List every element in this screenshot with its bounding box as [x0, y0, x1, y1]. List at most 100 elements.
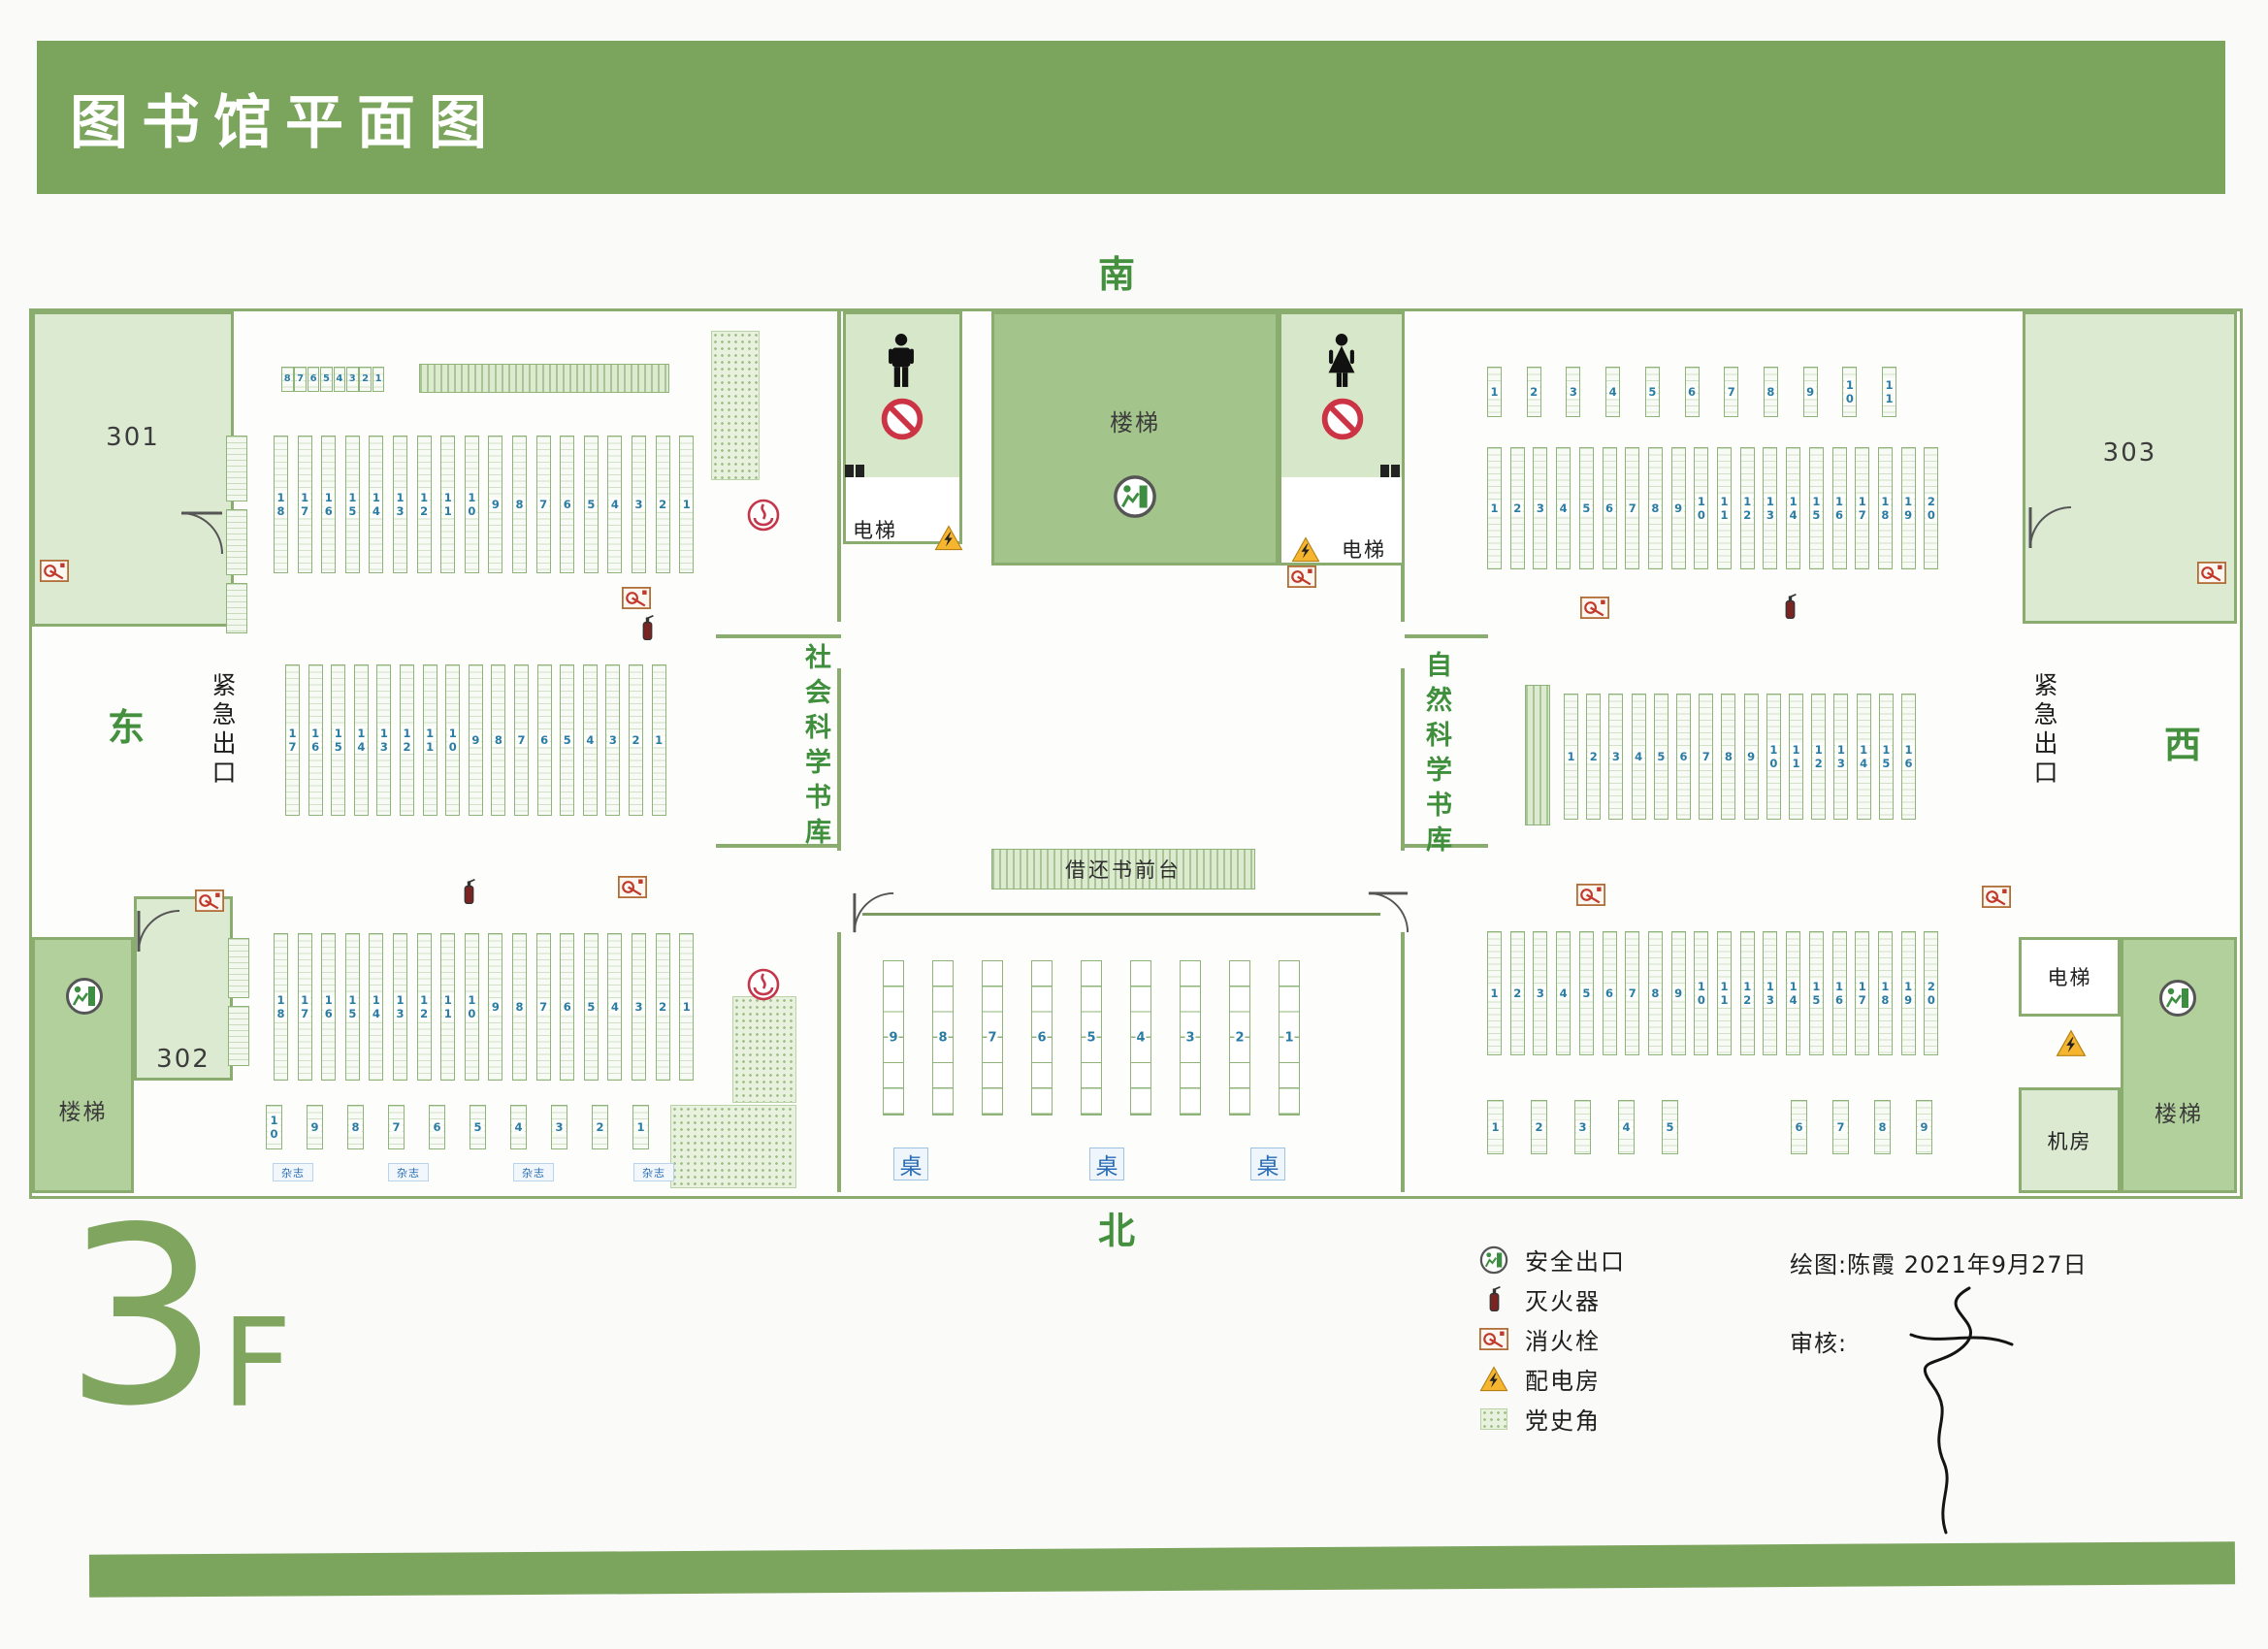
bookshelf: 13	[1833, 694, 1849, 820]
shelf-number: 12	[417, 491, 432, 518]
bookshelf: 2	[1509, 931, 1525, 1055]
shelf-number: 11	[1789, 743, 1803, 770]
shelf-number: 8	[1875, 1120, 1890, 1134]
shelf-number: 4	[1556, 501, 1571, 515]
shelf-number: 2	[593, 1120, 607, 1134]
shelf-number: 9	[1744, 750, 1759, 763]
shelf-number: 16	[308, 727, 323, 754]
floor-plan: 301 楼梯 302 东 紧急出口 社会科学书库 楼梯 电梯 电梯 借还书前台 …	[29, 308, 2243, 1199]
legend-label: 配电房	[1525, 1368, 1601, 1395]
bookshelf: 14	[1856, 694, 1871, 820]
side-shelf	[226, 509, 247, 575]
magazine-label: 杂志	[388, 1163, 429, 1181]
social-science-stacks-label: 社会科学书库	[800, 643, 830, 853]
bookshelf: 3	[551, 1105, 567, 1149]
bookshelf: 8	[1647, 447, 1663, 569]
machine-room-label: 机房	[2047, 1129, 2092, 1153]
title-bar: 图书馆平面图	[37, 41, 2225, 194]
bookshelf: 13	[393, 933, 407, 1081]
reading-table-column: 2	[1229, 960, 1250, 1116]
bookshelf: 20	[1924, 931, 1939, 1055]
shelf-number: 14	[369, 491, 383, 518]
bookshelf: 6	[1684, 367, 1700, 417]
stairs-label: 楼梯	[2155, 1102, 2203, 1127]
side-shelf	[228, 938, 249, 998]
bookshelf: 13	[1763, 447, 1778, 569]
shelf-number: 3	[1608, 750, 1623, 763]
shelf-number: 9	[488, 498, 502, 511]
bookshelf: 5	[1653, 694, 1669, 820]
bookshelf: 1	[679, 436, 695, 573]
bookshelf: 16	[308, 664, 323, 816]
bookshelf: 2	[629, 664, 643, 816]
reading-table-column: 3	[1180, 960, 1201, 1116]
shelf-number: 7	[1699, 750, 1713, 763]
bookshelf: 13	[1763, 931, 1778, 1055]
bookshelf: 5	[583, 436, 599, 573]
shelf-number: 1	[652, 733, 666, 747]
wall	[1401, 668, 1405, 851]
shelf-number: 3	[605, 733, 620, 747]
shelf-number: 16	[321, 993, 336, 1020]
bookshelf: 3	[346, 367, 359, 392]
bookshelf: 2	[655, 933, 670, 1081]
bookshelf: 8	[1763, 367, 1778, 417]
bookshelf: 4	[1556, 931, 1571, 1055]
legend-item: 安全出口	[1476, 1240, 1626, 1279]
shelf-number: 11	[440, 491, 455, 518]
display-shelf	[1525, 685, 1550, 825]
shelf-number: 7	[389, 1120, 404, 1134]
elevator-door-icon	[845, 465, 866, 477]
shelf-number: 12	[1740, 980, 1755, 1007]
shelf-number: 2	[629, 733, 643, 747]
shelf-number: 3	[348, 372, 356, 385]
shelf-number: 5	[1645, 385, 1660, 399]
shelf-number: 7	[536, 498, 551, 511]
shelf-number: 13	[1833, 743, 1848, 770]
review-text: 审核:	[1790, 1330, 1848, 1357]
bookshelf: 16	[1831, 447, 1847, 569]
bookshelf: 14	[1786, 931, 1801, 1055]
table-number: 9	[888, 1030, 899, 1046]
bookshelf: 5	[1578, 447, 1594, 569]
shelf-number: 20	[1924, 980, 1938, 1007]
counter-line	[862, 913, 1380, 916]
bookshelf: 5	[320, 367, 333, 392]
bookshelf: 9	[488, 436, 503, 573]
bookshelf: 12	[400, 664, 414, 816]
shelf-number: 20	[1924, 495, 1938, 522]
shelf-number: 11	[1882, 378, 1896, 405]
shelf-number: 11	[423, 727, 437, 754]
bookshelf: 17	[1855, 931, 1870, 1055]
shelf-number: 19	[1901, 495, 1916, 522]
page-title: 图书馆平面图	[70, 88, 501, 157]
floor-number-digit: 3	[64, 1176, 220, 1460]
elevator-label: 电梯	[2047, 966, 2092, 989]
shelf-number: 17	[298, 993, 312, 1020]
bookshelf: 12	[1739, 447, 1755, 569]
shelf-number: 3	[632, 1000, 646, 1014]
bookshelf: 19	[1900, 447, 1916, 569]
bookshelf: 7	[1699, 694, 1714, 820]
shelf-number: 16	[321, 491, 336, 518]
bookshelf: 2	[1509, 447, 1525, 569]
shelf-number: 9	[1917, 1120, 1931, 1134]
bookshelf: 6	[1602, 931, 1617, 1055]
shelf-number: 16	[1901, 743, 1916, 770]
bookshelf: 9	[307, 1105, 323, 1149]
shelf-number: 17	[298, 491, 312, 518]
shelf-number: 4	[607, 1000, 622, 1014]
bookshelf: 7	[535, 436, 551, 573]
bookshelf: 16	[1831, 931, 1847, 1055]
reading-table-column: 4	[1130, 960, 1151, 1116]
shelf-number: 15	[345, 491, 360, 518]
bookshelf: 3	[1533, 447, 1548, 569]
table-label: 桌	[1089, 1148, 1124, 1180]
bookshelf: 8	[491, 664, 506, 816]
bookshelf: 8	[512, 933, 527, 1081]
bookshelf: 10	[1694, 931, 1709, 1055]
bookshelf: 17	[297, 436, 312, 573]
shelf-number: 3	[1566, 385, 1580, 399]
shelf-number: 2	[1527, 385, 1541, 399]
shelf-number: 6	[1603, 986, 1617, 1000]
